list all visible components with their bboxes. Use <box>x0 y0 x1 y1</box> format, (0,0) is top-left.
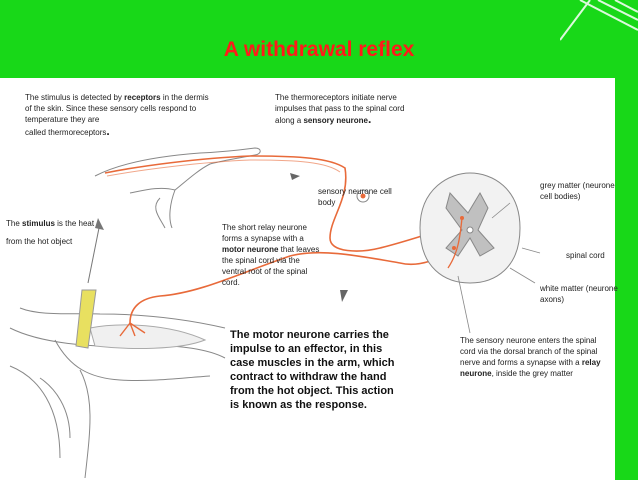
thermoreceptors-text: called thermoreceptors. <box>25 124 110 138</box>
spinal-cord-label: spinal cord <box>566 251 605 260</box>
receptor-text: The stimulus is detected by receptors in… <box>25 93 209 124</box>
diagram-panel <box>0 78 615 480</box>
motor-neurone-text: The motor neurone carries the impulse to… <box>230 329 395 411</box>
white-matter-label: white matter (neurone axons) <box>540 284 618 304</box>
stimulus-text: The stimulus is the heat <box>6 219 95 228</box>
grey-matter-label: grey matter (neurone cell bodies) <box>540 181 615 201</box>
sensory-enters-text: The sensory neurone enters the spinal co… <box>460 336 601 378</box>
diagram-title: A withdrawal reflex <box>223 38 415 61</box>
reflex-illustration <box>9 147 541 479</box>
sensory-cell-body-label: sensory neurone cell body <box>318 187 392 207</box>
thermoreceptor-impulse-text: The thermoreceptors initiate nerve impul… <box>275 93 405 126</box>
decorative-lines <box>560 0 638 41</box>
relay-neurone-text: The short relay neurone forms a synapse … <box>222 223 320 287</box>
hot-object-text: from the hot object <box>6 237 73 246</box>
